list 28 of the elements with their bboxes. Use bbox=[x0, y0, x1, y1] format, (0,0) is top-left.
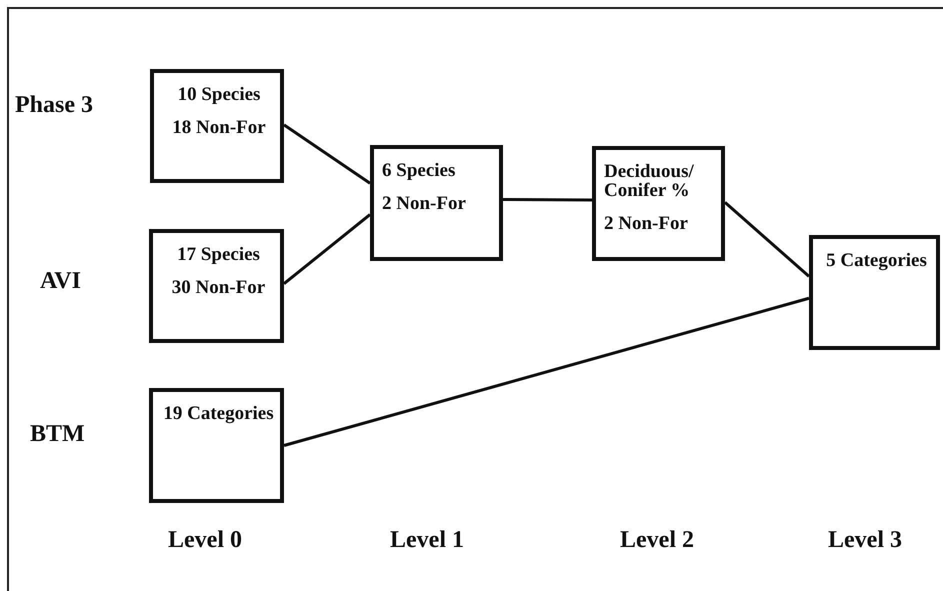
box-text: 2 Non-For bbox=[382, 194, 467, 213]
process-box bbox=[809, 235, 940, 350]
box-text: 30 Non-For bbox=[170, 278, 266, 297]
process-box bbox=[370, 145, 503, 261]
box-text: Deciduous/ Conifer % bbox=[604, 162, 695, 200]
connector-line bbox=[502, 198, 592, 202]
connector-line bbox=[724, 201, 810, 278]
connector-line bbox=[283, 213, 371, 285]
box-text: 10 Species bbox=[176, 85, 262, 104]
column-label: Level 2 bbox=[620, 527, 694, 554]
box-text: 18 Non-For bbox=[171, 118, 267, 137]
row-label: AVI bbox=[40, 268, 81, 295]
box-text: 5 Categories bbox=[825, 251, 928, 270]
box-text: 19 Categories bbox=[162, 404, 275, 423]
process-box bbox=[149, 229, 284, 343]
box-text: 6 Species bbox=[382, 161, 456, 180]
process-box bbox=[149, 388, 284, 503]
column-label: Level 3 bbox=[828, 527, 902, 554]
row-label: Phase 3 bbox=[15, 92, 93, 119]
column-label: Level 1 bbox=[390, 527, 464, 554]
box-text: 17 Species bbox=[176, 245, 261, 264]
box-text: 2 Non-For bbox=[604, 214, 689, 233]
connector-line bbox=[284, 296, 810, 447]
row-label: BTM bbox=[30, 421, 85, 448]
column-label: Level 0 bbox=[168, 527, 242, 554]
connector-line bbox=[283, 124, 371, 185]
process-box bbox=[150, 69, 284, 183]
process-box bbox=[592, 146, 725, 261]
